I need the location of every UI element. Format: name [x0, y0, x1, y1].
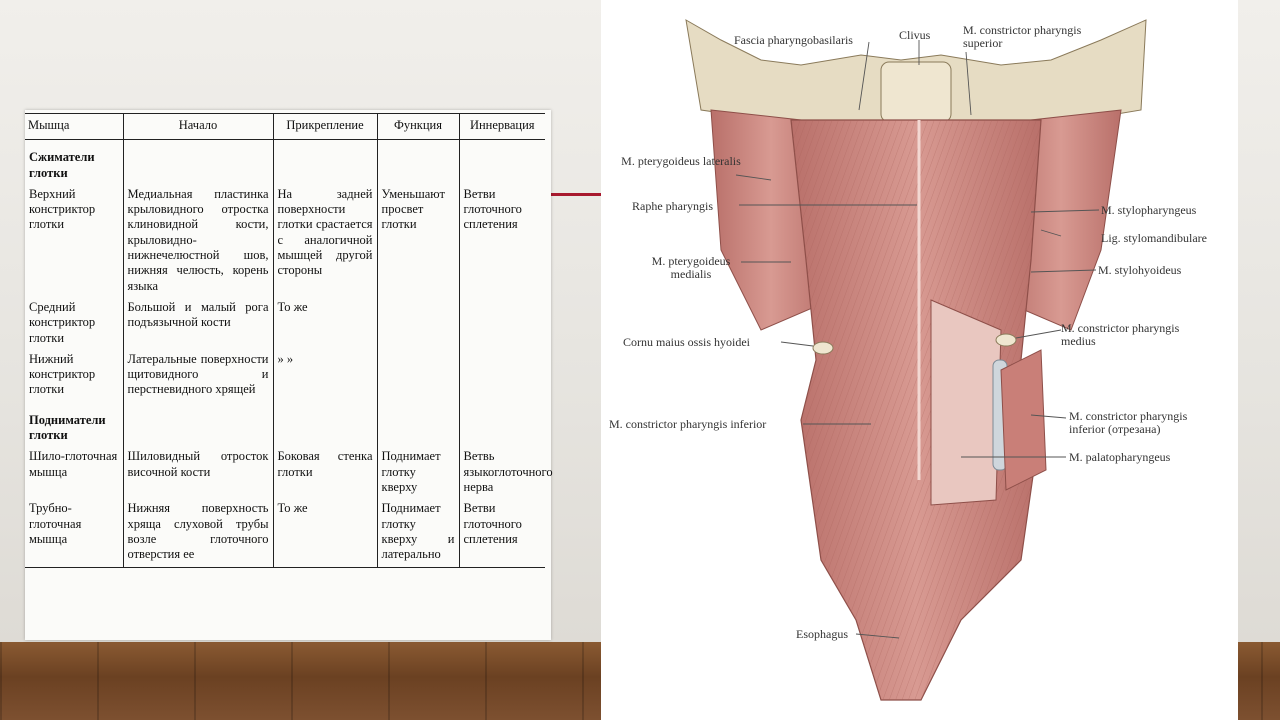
- label-constrictor-inferior-cut: M. constrictor pharyngis inferior (отрез…: [1069, 409, 1188, 436]
- cell-muscle: Средний констриктор глотки: [29, 299, 96, 345]
- header-muscle: Мышца: [25, 112, 123, 141]
- cell-innervation: Ветви глоточного сплетения: [458, 500, 545, 569]
- cell-muscle: Трубно-глоточная мышца: [25, 500, 123, 569]
- group-row: Подниматели глотки: [25, 402, 545, 449]
- table-row: Средний констриктор глотки Большой и мал…: [25, 298, 545, 351]
- pharynx-muscles-table: Мышца Начало Прикрепление Функция Иннерв…: [25, 112, 553, 569]
- cell-innervation: Ветвь языкоглоточного нерва: [458, 448, 553, 501]
- label-raphe: Raphe pharyngis: [632, 199, 713, 213]
- label-clivus: Clivus: [899, 28, 931, 42]
- cell-insertion: Боковая стенка глотки: [272, 448, 377, 501]
- group-title-elevators: Подниматели глотки: [29, 412, 106, 443]
- cell-innervation: [458, 350, 545, 403]
- clivus-bone: [880, 61, 952, 123]
- group-row: Сжиматели глотки: [25, 139, 545, 186]
- cell-origin: Шиловидный отросток височной кости: [122, 448, 273, 501]
- label-pterygoideus-lateralis: M. pterygoideus lateralis: [621, 154, 741, 168]
- cell-function: Поднимает глотку кверху и латерально: [376, 500, 459, 569]
- cell-muscle: Верхний констриктор глотки: [29, 186, 96, 232]
- cell-insertion: » »: [272, 350, 377, 403]
- label-fascia: Fascia pharyngobasilaris: [734, 33, 853, 47]
- label-constrictor-superior: M. constrictor pharyngis superior: [963, 23, 1082, 50]
- muscle-table-image: Мышца Начало Прикрепление Функция Иннерв…: [25, 110, 553, 640]
- label-stylohyoideus: M. stylohyoideus: [1098, 263, 1182, 277]
- label-cornu: Cornu maius ossis hyoidei: [623, 335, 751, 349]
- group-title-constrictors: Сжиматели глотки: [29, 150, 95, 180]
- table-row: Верхний констриктор глотки Медиальная пл…: [25, 185, 545, 299]
- cell-innervation: [458, 298, 545, 351]
- cell-insertion: На задней поверхности глотки срастается …: [272, 185, 377, 299]
- label-stylomandibulare: Lig. stylomandibulare: [1101, 231, 1207, 245]
- label-stylopharyngeus: M. stylopharyngeus: [1101, 203, 1197, 217]
- label-constrictor-medius: M. constrictor pharyngis medius: [1061, 321, 1180, 348]
- cell-muscle: Шило-глоточная мышца: [29, 449, 118, 479]
- cell-origin: Большой и малый рога подъязычной кости: [122, 298, 273, 351]
- cell-function: Уменьшают просвет глотки: [376, 185, 459, 299]
- cell-function: [376, 350, 459, 403]
- label-constrictor-inferior: M. constrictor pharyngis inferior: [609, 417, 767, 431]
- header-innervation: Иннервация: [458, 112, 545, 141]
- cell-muscle: Нижний констриктор глотки: [29, 351, 96, 397]
- cell-innervation: Ветви глоточного сплетения: [458, 185, 545, 299]
- cell-origin: Нижняя поверхность хряща слуховой трубы …: [122, 500, 273, 569]
- table-row: Шило-глоточная мышца Шиловидный отросток…: [25, 448, 553, 501]
- table-header-row: Мышца Начало Прикрепление Функция Иннерв…: [25, 112, 545, 141]
- cell-function: [376, 298, 459, 351]
- cell-function: Поднимает глотку кверху: [376, 448, 459, 501]
- pharynx-drawing: [685, 19, 1147, 701]
- cut-window: [930, 299, 1002, 506]
- pharynx-anatomy-illustration: Fascia pharyngobasilaris Clivus M. const…: [601, 0, 1238, 720]
- cell-origin: Медиальная пластинка крыловидного отрост…: [122, 185, 273, 299]
- cell-insertion: То же: [272, 298, 377, 351]
- header-origin: Начало: [122, 112, 273, 141]
- header-function: Функция: [376, 112, 459, 141]
- header-insertion: Прикрепление: [272, 112, 377, 141]
- cell-insertion: То же: [272, 500, 377, 569]
- reflected-flap: [1000, 349, 1047, 491]
- cell-origin: Латеральные поверхности щитовидного и пе…: [122, 350, 273, 403]
- label-esophagus: Esophagus: [796, 627, 848, 641]
- label-pterygoideus-medialis: M. pterygoideus medialis: [651, 254, 731, 281]
- table-row: Трубно-глоточная мышца Нижняя поверхност…: [25, 500, 545, 569]
- table-row: Нижний констриктор глотки Латеральные по…: [25, 350, 545, 403]
- label-palatopharyngeus: M. palatopharyngeus: [1069, 450, 1171, 464]
- accent-line: [551, 193, 601, 196]
